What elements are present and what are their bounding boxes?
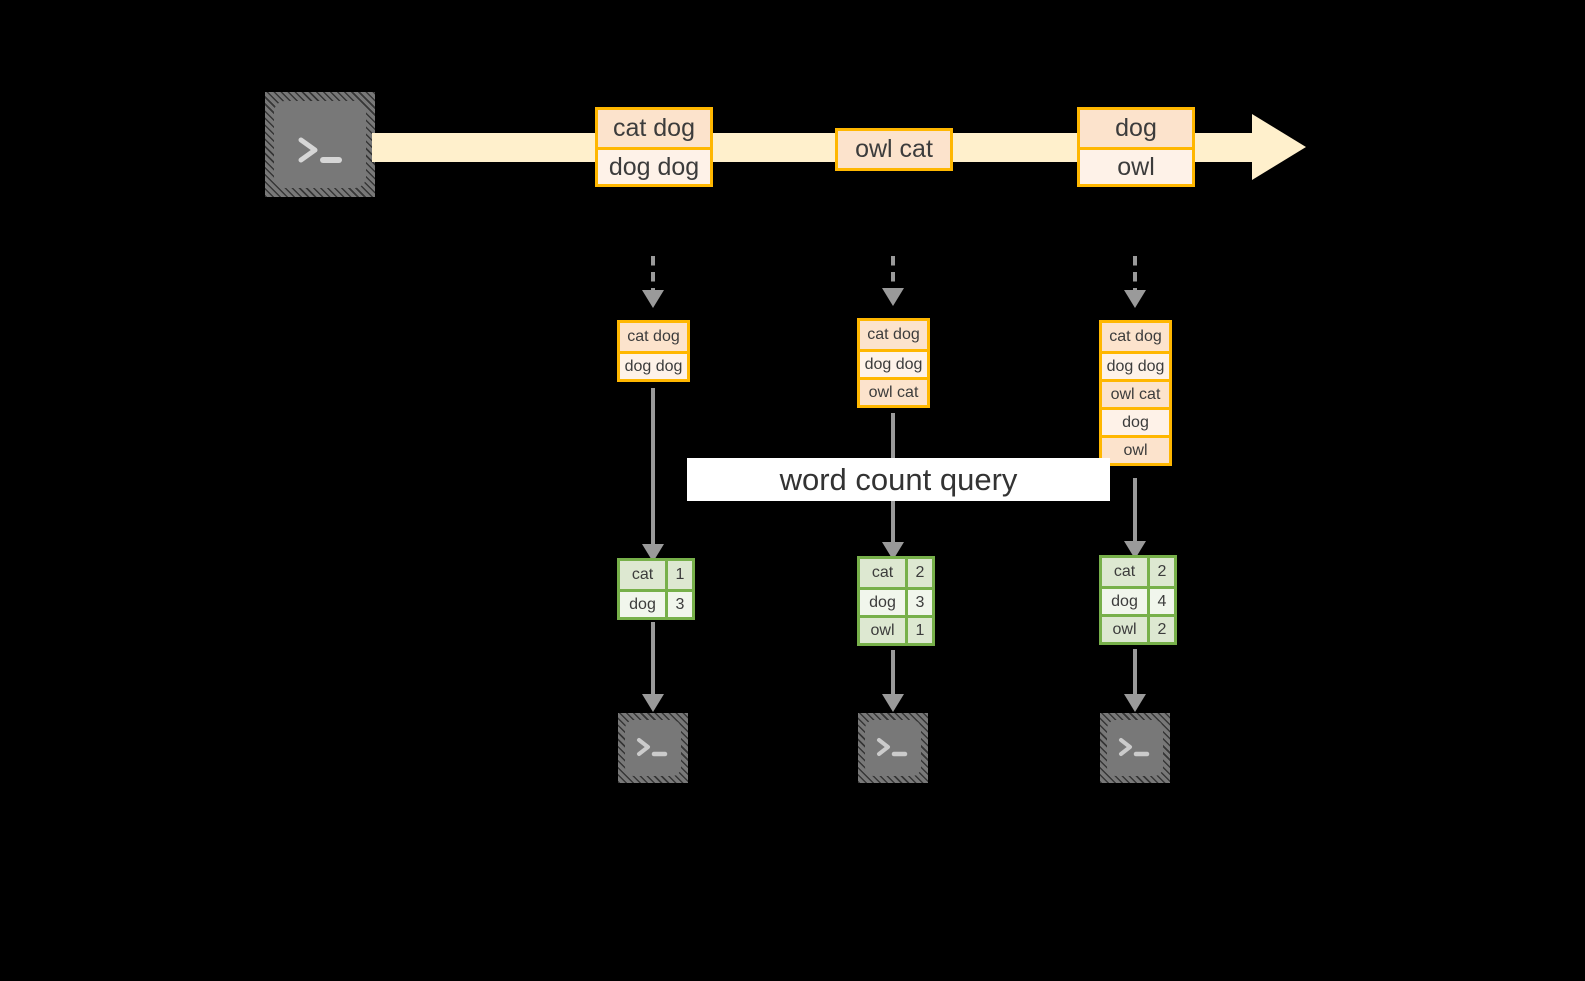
stage-2-query-arrow-down-icon [882,542,904,560]
word-cell: cat [860,559,905,587]
event-line: dog [1080,110,1192,147]
stage-3-output-arrow-down-icon [1124,694,1146,712]
count-cell: 1 [665,561,692,589]
terminal-prompt-glyph [877,738,908,757]
word-cell: dog [860,590,905,615]
count-cell: 2 [1147,617,1174,642]
stage-1-consumer-terminal-icon [618,713,688,783]
producer-terminal-icon [265,92,375,197]
count-cell: 3 [905,590,932,615]
stage-1-tap-arrow-down-icon [642,290,664,308]
table-row: cat 2 [1102,558,1174,586]
terminal-screen [1107,720,1163,776]
query-label: word count query [687,458,1110,501]
stage-3-query-arrow-down-icon [1124,541,1146,559]
table-row: dog 3 [860,587,932,615]
buffer-line: owl cat [860,377,927,405]
stream-arrow-right-icon [1252,114,1306,180]
stage-1-output-line [651,622,655,700]
buffer-line: dog dog [860,349,927,377]
count-cell: 2 [905,559,932,587]
terminal-screen [865,720,921,776]
table-row: dog 4 [1102,586,1174,614]
stream-event-group-3: dog owl [1077,107,1195,187]
stage-1-query-arrow-down-icon [642,544,664,562]
stage-1-output-arrow-down-icon [642,694,664,712]
word-cell: cat [1102,558,1147,586]
stage-1-tap-line [651,256,655,292]
event-line: cat dog [598,110,710,147]
terminal-screen [274,101,366,188]
word-cell: owl [1102,617,1147,642]
stage-2-consumer-terminal-icon [858,713,928,783]
table-row: cat 2 [860,559,932,587]
count-cell: 2 [1147,558,1174,586]
buffer-line: cat dog [860,321,927,349]
buffer-line: dog dog [1102,351,1169,379]
event-line: owl cat [838,131,950,168]
stage-3-query-line [1133,478,1137,554]
stage-1-query-line [651,388,655,556]
buffer-line: owl cat [1102,379,1169,407]
buffer-line: cat dog [620,323,687,351]
word-cell: dog [1102,589,1147,614]
buffer-line: owl [1102,435,1169,463]
stage-1-result-table: cat 1 dog 3 [617,558,695,620]
buffer-line: dog dog [620,351,687,379]
stage-2-output-arrow-down-icon [882,694,904,712]
count-cell: 1 [905,618,932,643]
event-line: dog dog [598,147,710,184]
stage-3-result-table: cat 2 dog 4 owl 2 [1099,555,1177,645]
stage-2-result-table: cat 2 dog 3 owl 1 [857,556,935,646]
stage-2-input-buffer: cat dog dog dog owl cat [857,318,930,408]
word-cell: dog [620,592,665,617]
count-cell: 4 [1147,589,1174,614]
stage-3-output-line [1133,649,1137,700]
table-row: owl 2 [1102,614,1174,642]
stage-3-tap-arrow-down-icon [1124,290,1146,308]
stream-event-group-2: owl cat [835,128,953,171]
stream-event-group-1: cat dog dog dog [595,107,713,187]
terminal-prompt-glyph [1119,738,1150,757]
terminal-prompt-glyph [637,738,668,757]
event-line: owl [1080,147,1192,184]
table-row: cat 1 [620,561,692,589]
terminal-screen [625,720,681,776]
stage-3-input-buffer: cat dog dog dog owl cat dog owl [1099,320,1172,466]
stage-3-tap-line [1133,256,1137,292]
stage-2-output-line [891,650,895,700]
buffer-line: dog [1102,407,1169,435]
word-cell: owl [860,618,905,643]
buffer-line: cat dog [1102,323,1169,351]
stage-1-input-buffer: cat dog dog dog [617,320,690,382]
terminal-prompt-glyph [298,137,342,163]
stage-3-consumer-terminal-icon [1100,713,1170,783]
count-cell: 3 [665,592,692,617]
table-row: owl 1 [860,615,932,643]
stage-2-tap-arrow-down-icon [882,288,904,306]
stage-2-tap-line [891,256,895,290]
table-row: dog 3 [620,589,692,617]
word-cell: cat [620,561,665,589]
